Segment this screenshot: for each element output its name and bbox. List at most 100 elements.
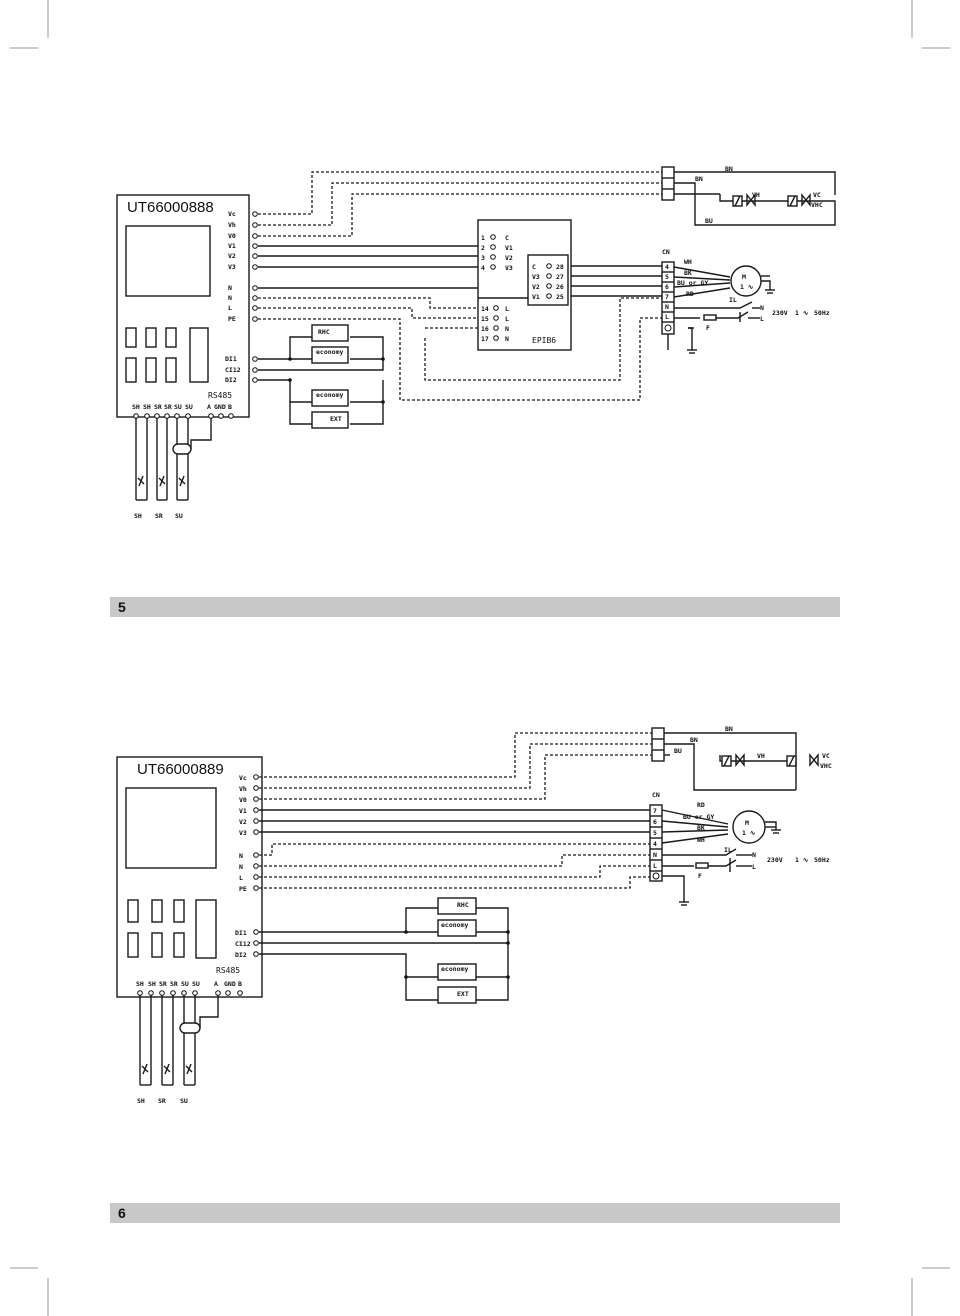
svg-text:L: L [760,315,764,323]
switch-group-2: RHC economy economy EXT [259,897,510,1004]
svg-text:V0: V0 [239,796,247,804]
svg-text:V3: V3 [505,264,513,272]
svg-text:RD: RD [697,801,705,809]
svg-text:15: 15 [481,315,489,323]
svg-text:6: 6 [653,818,657,826]
controller-button [151,899,163,923]
svg-text:BN: BN [725,165,733,173]
svg-text:M: M [745,819,749,827]
epib6-label: EPIB6 [532,336,556,345]
section-bar-5: 5 [110,597,840,617]
svg-text:BK: BK [697,824,705,832]
bottom-terminal-labels-2: SH SH SR SR SU SU A GND B [136,980,242,988]
svg-text:V2: V2 [532,283,540,291]
svg-text:N: N [760,304,764,312]
svg-text:C: C [505,234,509,242]
svg-text:V1: V1 [228,242,236,250]
epib-cn-wires [571,265,662,297]
svg-text:L: L [653,862,657,870]
svg-text:B: B [228,403,232,411]
svg-text:SR: SR [158,1097,166,1105]
switch-rhc-1 [311,324,349,342]
switch-economy-2 [311,389,349,407]
switch-rhc-2 [437,897,477,915]
section-number: 6 [118,1205,126,1221]
controller-model-1: UT66000888 [127,199,214,216]
controller-button [127,932,139,958]
svg-text:M: M [742,273,746,281]
svg-text:SH: SH [136,980,144,988]
controller-window [189,327,209,383]
svg-text:RHC: RHC [318,328,330,336]
svg-text:N: N [505,325,509,333]
svg-text:SR: SR [155,512,163,520]
svg-text:SH: SH [137,1097,145,1105]
svg-text:A: A [207,403,211,411]
svg-text:L: L [239,874,243,882]
svg-text:N: N [665,303,669,311]
controller-wires-1 [258,171,662,401]
svg-text:B: B [238,980,242,988]
svg-text:V2: V2 [505,254,513,262]
svg-text:SR: SR [170,980,178,988]
svg-text:IL: IL [724,846,732,854]
svg-text:50Hz: 50Hz [814,309,830,317]
svg-text:GND: GND [214,403,226,411]
svg-text:VC: VC [822,752,830,760]
svg-text:economy: economy [441,921,468,929]
controller-button [173,932,185,958]
svg-text:V0: V0 [228,232,236,240]
controller-display-1 [125,225,211,297]
svg-text:Vc: Vc [228,210,236,218]
svg-text:27: 27 [556,273,564,281]
svg-text:EXT: EXT [457,990,469,998]
svg-text:14: 14 [481,305,489,313]
svg-text:N: N [239,863,243,871]
svg-text:F: F [706,324,710,332]
svg-text:N: N [505,335,509,343]
controller-button [127,899,139,923]
svg-text:4: 4 [481,264,485,272]
svg-text:6: 6 [665,283,669,291]
switch-economy-3 [437,919,477,937]
svg-text:1 ∿: 1 ∿ [740,283,754,291]
controller-terminal-labels-2: Vc Vh V0 V1 V2 V3 N N L PE DI1 CI12 DI2 … [216,774,251,975]
svg-text:RHC: RHC [457,901,469,909]
svg-text:230V: 230V [772,309,788,317]
svg-text:F: F [698,872,702,880]
controller-button [145,327,157,348]
switch-economy-1 [311,346,349,364]
svg-text:RS485: RS485 [216,966,240,975]
controller-terminals-1 [252,211,258,383]
sensor-wiring-2: SH SR SU [137,990,243,1105]
svg-text:V1: V1 [532,293,540,301]
svg-text:5: 5 [665,273,669,281]
controller-button [151,932,163,958]
svg-text:IL: IL [729,296,737,304]
svg-text:4: 4 [653,840,657,848]
controller-button [125,327,137,348]
svg-text:5: 5 [653,829,657,837]
svg-text:economy: economy [441,965,468,973]
cn-block-1: CN 4 5 6 7 N L [661,166,697,354]
svg-text:230V: 230V [767,856,783,864]
svg-text:CN: CN [652,791,660,799]
svg-text:CI12: CI12 [225,366,241,374]
svg-text:3: 3 [481,254,485,262]
motor-wiring-2: RD BU or GY BK WH M 1 ∿ IL F N L 230V 1 … [661,801,830,880]
svg-text:BK: BK [684,269,692,277]
svg-text:V1: V1 [505,244,513,252]
cable-clip [179,1022,201,1034]
svg-text:N: N [653,851,657,859]
svg-text:BN: BN [725,725,733,733]
svg-text:DI2: DI2 [225,376,237,384]
svg-text:economy: economy [316,391,343,399]
svg-text:1 ∿: 1 ∿ [795,309,809,317]
svg-text:SR: SR [159,980,167,988]
controller-window [195,899,217,959]
valves-1: BN BN BU VH VC VHC [674,165,836,226]
svg-text:RD: RD [686,290,694,298]
svg-text:economy: economy [316,348,343,356]
controller-terminal-labels-1: Vc Vh V0 V1 V2 V3 N N L PE DI1 CI12 DI2 … [208,210,241,400]
